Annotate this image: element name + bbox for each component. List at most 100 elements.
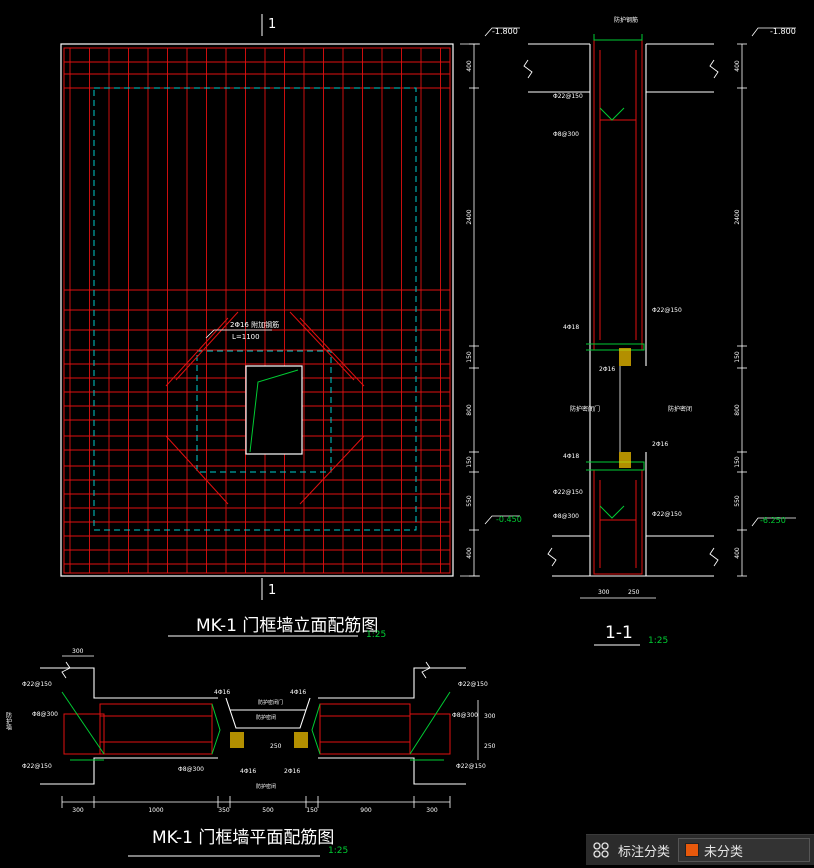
sec-label-3: 4Φ18 bbox=[563, 324, 579, 331]
wall-outline bbox=[60, 43, 454, 577]
door-leaf bbox=[249, 369, 299, 453]
diagonal-rebars bbox=[165, 311, 365, 505]
plan-dim-mid: 250 bbox=[270, 743, 282, 750]
sec-label-10: Φ8@300 bbox=[553, 513, 579, 520]
category-label: 标注分类 bbox=[618, 844, 671, 860]
section-elev-top: -1.800 bbox=[770, 27, 796, 36]
dim-label: 150 bbox=[466, 456, 473, 468]
section-labels: Φ22@150 Φ8@300 Φ22@150 4Φ18 2Φ16 防护密闭门 防… bbox=[553, 93, 692, 520]
section-mark-top: 1 bbox=[268, 17, 276, 32]
plan-mid-1: 防护密闭门 bbox=[258, 699, 283, 706]
section-scale: 1:25 bbox=[648, 636, 668, 646]
dim-label: 400 bbox=[466, 60, 473, 72]
plan-mid-0: 4Φ16 bbox=[214, 689, 230, 696]
sec-label-6: 防护密闭 bbox=[668, 405, 692, 413]
plan-mid-6: 2Φ16 bbox=[284, 768, 300, 775]
plan-embed-left bbox=[230, 732, 244, 748]
dim-label: 150 bbox=[734, 456, 741, 468]
plan-dim-label: 900 bbox=[360, 807, 372, 814]
dim-label: 400 bbox=[734, 547, 741, 559]
plan-embed-right bbox=[294, 732, 308, 748]
plan-left-2: 防护墙 bbox=[5, 711, 12, 731]
category-color-swatch bbox=[685, 843, 700, 857]
sec-label-8: 2Φ16 bbox=[652, 441, 668, 448]
plan-dim-label: 150 bbox=[306, 807, 318, 814]
plan-right-1: Φ8@300 bbox=[452, 712, 478, 719]
annotation-category-panel: 标注分类 未分类 bbox=[586, 834, 814, 865]
plan-scale: 1:25 bbox=[328, 846, 348, 856]
section-dimension-chain: 400 2400 150 800 150 550 400 bbox=[734, 43, 747, 577]
plan-dim-right-0: 300 bbox=[484, 713, 496, 720]
plan-mid-5: 4Φ16 bbox=[240, 768, 256, 775]
sec-label-2: Φ22@150 bbox=[652, 307, 682, 314]
section-title: 1-1 bbox=[605, 623, 633, 643]
dim-label: 150 bbox=[466, 351, 473, 363]
sec-label-9: Φ22@150 bbox=[553, 489, 583, 496]
plan-mid-7: 防护密闭 bbox=[256, 783, 276, 790]
plan-mid-3: 4Φ16 bbox=[290, 689, 306, 696]
dim-label: 800 bbox=[734, 404, 741, 416]
plan-dim-label: 500 bbox=[262, 807, 274, 814]
sec-label-1: Φ8@300 bbox=[553, 131, 579, 138]
elevation-dimension-chain: 400 2400 150 800 150 550 400 bbox=[460, 43, 480, 577]
dim-label: 150 bbox=[734, 351, 741, 363]
sec-dim-bottom-0: 300 bbox=[598, 589, 610, 596]
note-additional-rebar: 2Φ16 附加钢筋 bbox=[230, 320, 279, 329]
break-marks bbox=[523, 59, 719, 567]
embed-plate-bottom bbox=[619, 452, 631, 468]
category-value: 未分类 bbox=[704, 844, 744, 860]
plan-stirrups bbox=[61, 691, 451, 761]
note-length: L=1100 bbox=[232, 333, 260, 341]
sec-dim-bottom-1: 250 bbox=[628, 589, 640, 596]
section-top-label: 防护钢筋 bbox=[614, 16, 638, 24]
section-rebars bbox=[593, 39, 643, 575]
section-outline bbox=[528, 43, 714, 577]
plan-bottom-dims: 300 1000 350 500 150 900 300 bbox=[61, 796, 451, 814]
plan-dim-label: 300 bbox=[72, 807, 84, 814]
dim-label: 2400 bbox=[734, 209, 741, 224]
section-elev-bottom: -6.250 bbox=[760, 516, 786, 525]
elevation-view: 1 1 2Φ16 附加钢筋 L=1100 bbox=[60, 14, 522, 640]
plan-right-0: Φ22@150 bbox=[458, 681, 488, 688]
elevation-title: MK-1 门框墙立面配筋图 bbox=[196, 616, 378, 636]
plan-view: 300 Φ22@150 Φ8@300 防护墙 Φ22@150 4Φ16 防护密闭… bbox=[5, 648, 496, 857]
plan-dim-right-1: 250 bbox=[484, 743, 496, 750]
plan-left-3: Φ22@150 bbox=[22, 763, 52, 770]
elev-bottom-marker: -0.450 bbox=[496, 515, 522, 524]
door-opening bbox=[245, 365, 303, 455]
plan-mid-4: Φ8@300 bbox=[178, 766, 204, 773]
vertical-rebars bbox=[69, 48, 441, 573]
plan-break-marks bbox=[61, 661, 431, 679]
plan-left-0: Φ22@150 bbox=[22, 681, 52, 688]
door-frame-hidden bbox=[196, 350, 332, 473]
sec-label-7: 4Φ18 bbox=[563, 453, 579, 460]
rebar-frame bbox=[63, 47, 451, 574]
sec-label-5: 防护密闭门 bbox=[570, 405, 600, 413]
hidden-outline bbox=[93, 87, 417, 531]
dim-label: 550 bbox=[734, 495, 741, 507]
dim-label: 400 bbox=[734, 60, 741, 72]
sec-label-11: Φ22@150 bbox=[652, 511, 682, 518]
plan-right-2: Φ22@150 bbox=[456, 763, 486, 770]
elevation-scale: 1:25 bbox=[366, 630, 386, 640]
sec-label-0: Φ22@150 bbox=[553, 93, 583, 100]
dim-label: 2400 bbox=[466, 209, 473, 224]
plan-mid-2: 防护密闭 bbox=[256, 714, 276, 721]
section-stirrups bbox=[586, 34, 645, 519]
plan-rebars bbox=[63, 703, 451, 755]
plan-dim-label: 1000 bbox=[148, 807, 163, 814]
plan-dim-top: 300 bbox=[72, 648, 84, 655]
plan-dim-label: 350 bbox=[218, 807, 230, 814]
plan-dim-label: 300 bbox=[426, 807, 438, 814]
dim-label: 400 bbox=[466, 547, 473, 559]
category-select[interactable]: 未分类 bbox=[678, 838, 810, 862]
section-view: 400 2400 150 800 150 550 400 -1.800 -6.250 防护钢… bbox=[523, 16, 796, 646]
category-grid-icon[interactable] bbox=[588, 839, 614, 861]
elev-top-marker: -1.800 bbox=[492, 27, 518, 36]
dim-label: 800 bbox=[466, 404, 473, 416]
embed-plate-top bbox=[619, 348, 631, 366]
dim-label: 550 bbox=[466, 495, 473, 507]
sec-label-4: 2Φ16 bbox=[599, 366, 615, 373]
section-mark-bottom: 1 bbox=[268, 583, 276, 598]
